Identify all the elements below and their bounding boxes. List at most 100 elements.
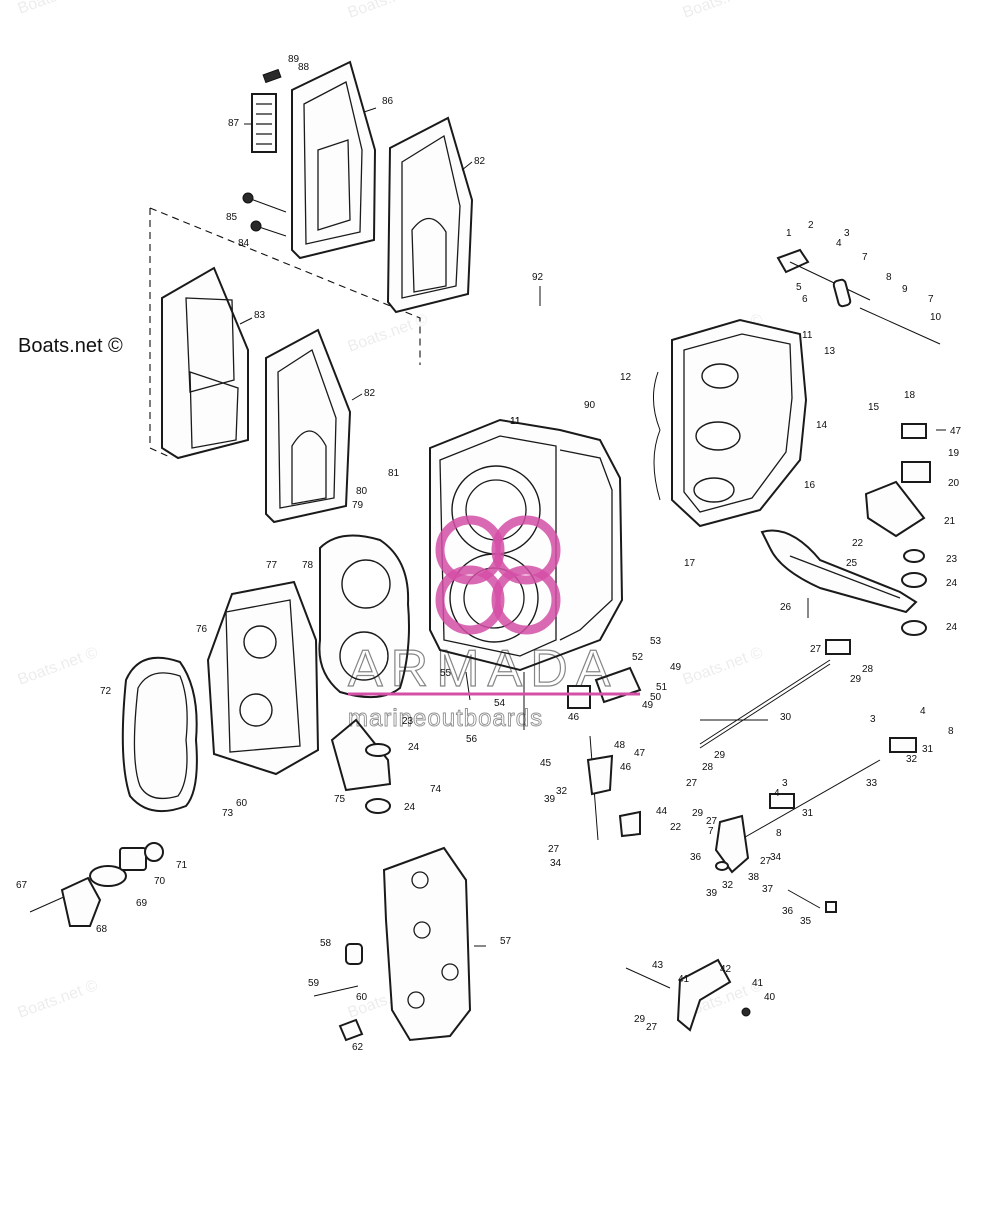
callout-20: 20 [948, 478, 960, 489]
callout-47: 47 [634, 748, 646, 759]
callout-9: 9 [902, 284, 908, 295]
callout-32: 32 [722, 880, 734, 891]
linkage-parts [625, 248, 941, 1032]
callout-92: 92 [532, 272, 544, 283]
callout-78: 78 [302, 560, 314, 571]
callout-8: 8 [886, 272, 892, 283]
callout-59: 59 [308, 978, 320, 989]
callout-5: 5 [796, 282, 802, 293]
callout-28: 28 [702, 762, 714, 773]
callout-84: 84 [238, 238, 250, 249]
callout-48: 48 [614, 740, 626, 751]
callout-27: 27 [706, 816, 718, 827]
callout-21: 21 [944, 516, 956, 527]
callout-26: 26 [780, 602, 792, 613]
callout-87: 87 [228, 118, 240, 129]
callout-7: 7 [928, 294, 934, 305]
callout-51: 51 [656, 682, 668, 693]
callout-22: 22 [852, 538, 864, 549]
callout-88: 88 [298, 62, 310, 73]
callout-17: 17 [684, 558, 696, 569]
callout-83: 83 [254, 310, 266, 321]
callout-27: 27 [810, 644, 822, 655]
brand-logo: ARMADA marineoutboards [347, 515, 640, 732]
callout-14: 14 [816, 420, 828, 431]
callout-29: 29 [634, 1014, 646, 1025]
callout-27: 27 [548, 844, 560, 855]
brand-name: ARMADA [348, 640, 618, 698]
callout-67: 67 [16, 880, 28, 891]
callout-39: 39 [544, 794, 556, 805]
callout-36: 36 [690, 852, 702, 863]
callout-40: 40 [764, 992, 776, 1003]
callout-57: 57 [500, 936, 512, 947]
callout-32: 32 [556, 786, 568, 797]
callout-19: 19 [948, 448, 960, 459]
callout-11: 11 [510, 416, 521, 427]
brand-tagline: marineoutboards [348, 705, 543, 732]
callout-72: 72 [100, 686, 112, 697]
callout-2: 2 [808, 220, 814, 231]
callout-85: 85 [226, 212, 238, 223]
callout-41: 41 [752, 978, 764, 989]
callout-77: 77 [266, 560, 278, 571]
callout-38: 38 [748, 872, 760, 883]
callout-22: 22 [670, 822, 682, 833]
callout-10: 10 [930, 312, 942, 323]
callout-30: 30 [780, 712, 792, 723]
callout-29: 29 [714, 750, 726, 761]
callout-18: 18 [904, 390, 916, 401]
callout-86: 86 [382, 96, 394, 107]
callout-50: 50 [650, 692, 662, 703]
cylinder-head-group [121, 534, 410, 813]
callout-53: 53 [650, 636, 662, 647]
callout-23: 23 [402, 716, 414, 727]
watermark: Boats.net © [681, 0, 766, 22]
callout-labels: 1 2 3 4 5 6 7 7 8 9 10 11 11 12 13 14 15… [16, 54, 962, 1053]
callout-24: 24 [408, 742, 420, 753]
watermark: Boats.net © [16, 0, 101, 18]
callout-41: 41 [678, 974, 690, 985]
callout-3: 3 [782, 778, 788, 789]
callout-11: 11 [510, 416, 521, 427]
callout-60: 60 [236, 798, 248, 809]
callout-13: 13 [824, 346, 836, 357]
callout-43: 43 [652, 960, 664, 971]
callout-90: 90 [584, 400, 596, 411]
callout-81: 81 [388, 468, 400, 479]
callout-15: 15 [868, 402, 880, 413]
callout-80: 80 [356, 486, 368, 497]
callout-37: 37 [762, 884, 774, 895]
callout-55: 55 [440, 668, 452, 679]
callout-31: 31 [922, 744, 934, 755]
callout-29: 29 [850, 674, 862, 685]
callout-49: 49 [670, 662, 682, 673]
callout-8: 8 [948, 726, 954, 737]
callout-27: 27 [760, 856, 772, 867]
callout-42: 42 [720, 964, 732, 975]
callout-68: 68 [96, 924, 108, 935]
callout-46: 46 [568, 712, 580, 723]
callout-3: 3 [870, 714, 876, 725]
watermark: Boats.net © [16, 644, 101, 689]
crankcase [653, 318, 808, 528]
callout-4: 4 [920, 706, 926, 717]
callout-1: 1 [786, 228, 792, 239]
callout-82: 82 [364, 388, 376, 399]
callout-62: 62 [352, 1042, 364, 1053]
callout-71: 71 [176, 860, 188, 871]
callout-56: 56 [466, 734, 478, 745]
callout-39: 39 [706, 888, 718, 899]
leader-lines [239, 107, 946, 947]
callout-16: 16 [804, 480, 816, 491]
callout-36: 36 [782, 906, 794, 917]
callout-24: 24 [404, 802, 416, 813]
callout-23: 23 [946, 554, 958, 565]
callout-3: 3 [844, 228, 850, 239]
callout-60: 60 [356, 992, 368, 1003]
callout-76: 76 [196, 624, 208, 635]
callout-33: 33 [866, 778, 878, 789]
callout-47: 47 [950, 426, 962, 437]
callout-12: 12 [620, 372, 632, 383]
watermark: Boats.net © [346, 0, 431, 22]
